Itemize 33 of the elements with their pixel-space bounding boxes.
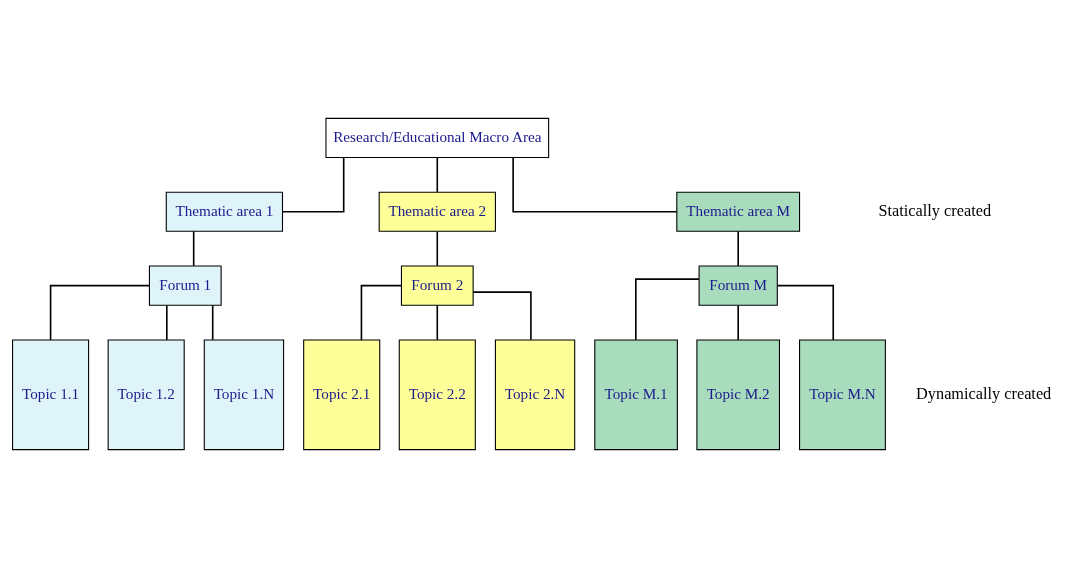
- connector: [776, 284, 835, 341]
- connector: [360, 284, 402, 341]
- connector: [192, 230, 195, 267]
- node-box: Thematic area M: [676, 191, 801, 232]
- node-box: Thematic area 2: [378, 191, 496, 232]
- node-box: Thematic area 1: [165, 191, 284, 232]
- node-box: Forum 2: [400, 265, 474, 306]
- node-box: Topic 1.1: [12, 339, 90, 451]
- connector: [737, 230, 739, 267]
- node-box: Topic 1.2: [107, 339, 185, 451]
- label: Statically created: [878, 200, 992, 220]
- node-box: Topic 2.N: [494, 339, 576, 451]
- connector: [436, 156, 439, 193]
- node-box: Topic 2.2: [398, 339, 476, 451]
- connector: [737, 304, 739, 341]
- node-box: Topic 1.N: [203, 339, 285, 451]
- connector: [436, 230, 439, 267]
- connector: [436, 304, 439, 341]
- node-box: Topic M.N: [799, 339, 886, 451]
- connector: [281, 156, 345, 213]
- connector: [49, 284, 150, 341]
- connector: [472, 291, 532, 341]
- node-box: Research/Educational Macro Area: [325, 117, 550, 158]
- node-box: Topic M.2: [696, 339, 780, 451]
- label: Dynamically created: [916, 383, 1052, 403]
- node-box: Forum 1: [148, 265, 222, 306]
- connector: [211, 304, 214, 341]
- node-box: Forum M: [698, 265, 778, 306]
- connector: [635, 278, 700, 341]
- node-box: Topic 2.1: [303, 339, 381, 451]
- connector: [166, 304, 168, 341]
- node-box: Topic M.1: [594, 339, 678, 451]
- connector: [512, 156, 678, 213]
